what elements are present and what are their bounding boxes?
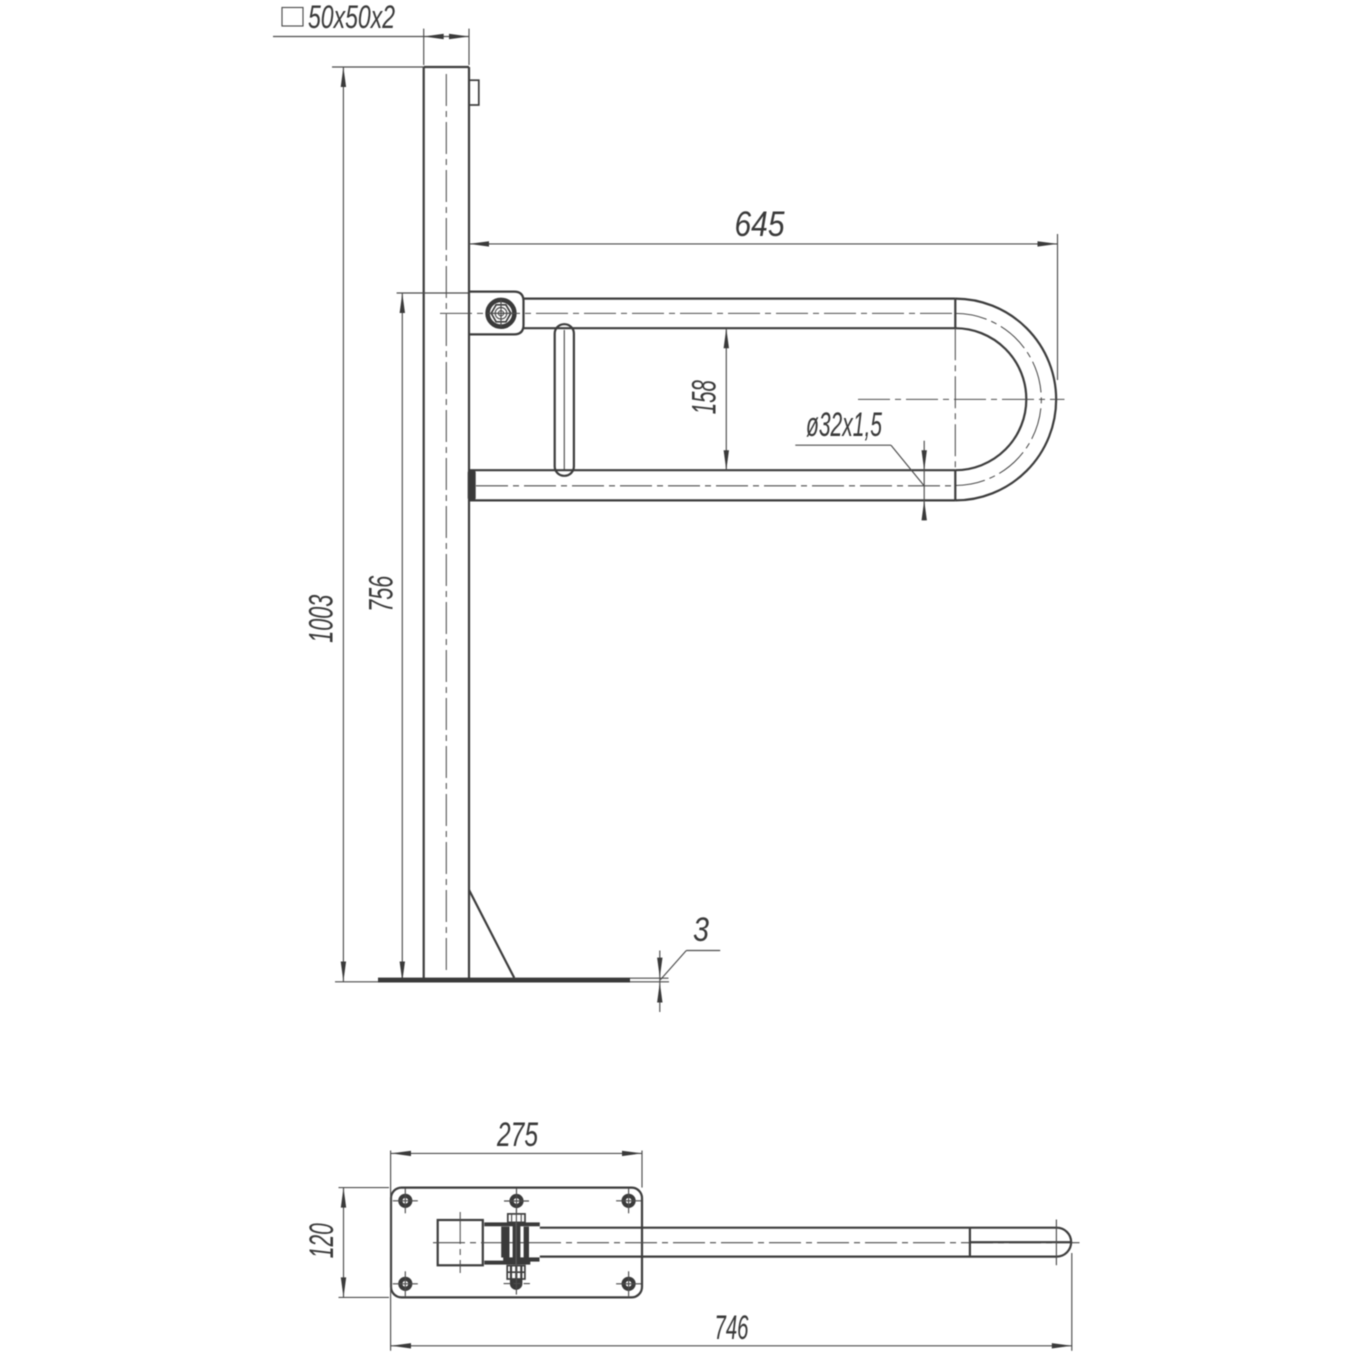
svg-text:ø32x1,5: ø32x1,5 [806,406,882,444]
svg-text:50x50x2: 50x50x2 [308,0,395,35]
svg-text:746: 746 [715,1309,749,1347]
svg-text:756: 756 [363,576,401,612]
svg-text:120: 120 [303,1223,341,1258]
svg-text:1003: 1003 [303,595,341,643]
svg-text:158: 158 [686,380,724,414]
svg-text:275: 275 [496,1116,538,1154]
svg-text:645: 645 [735,205,785,244]
svg-text:3: 3 [693,911,709,949]
